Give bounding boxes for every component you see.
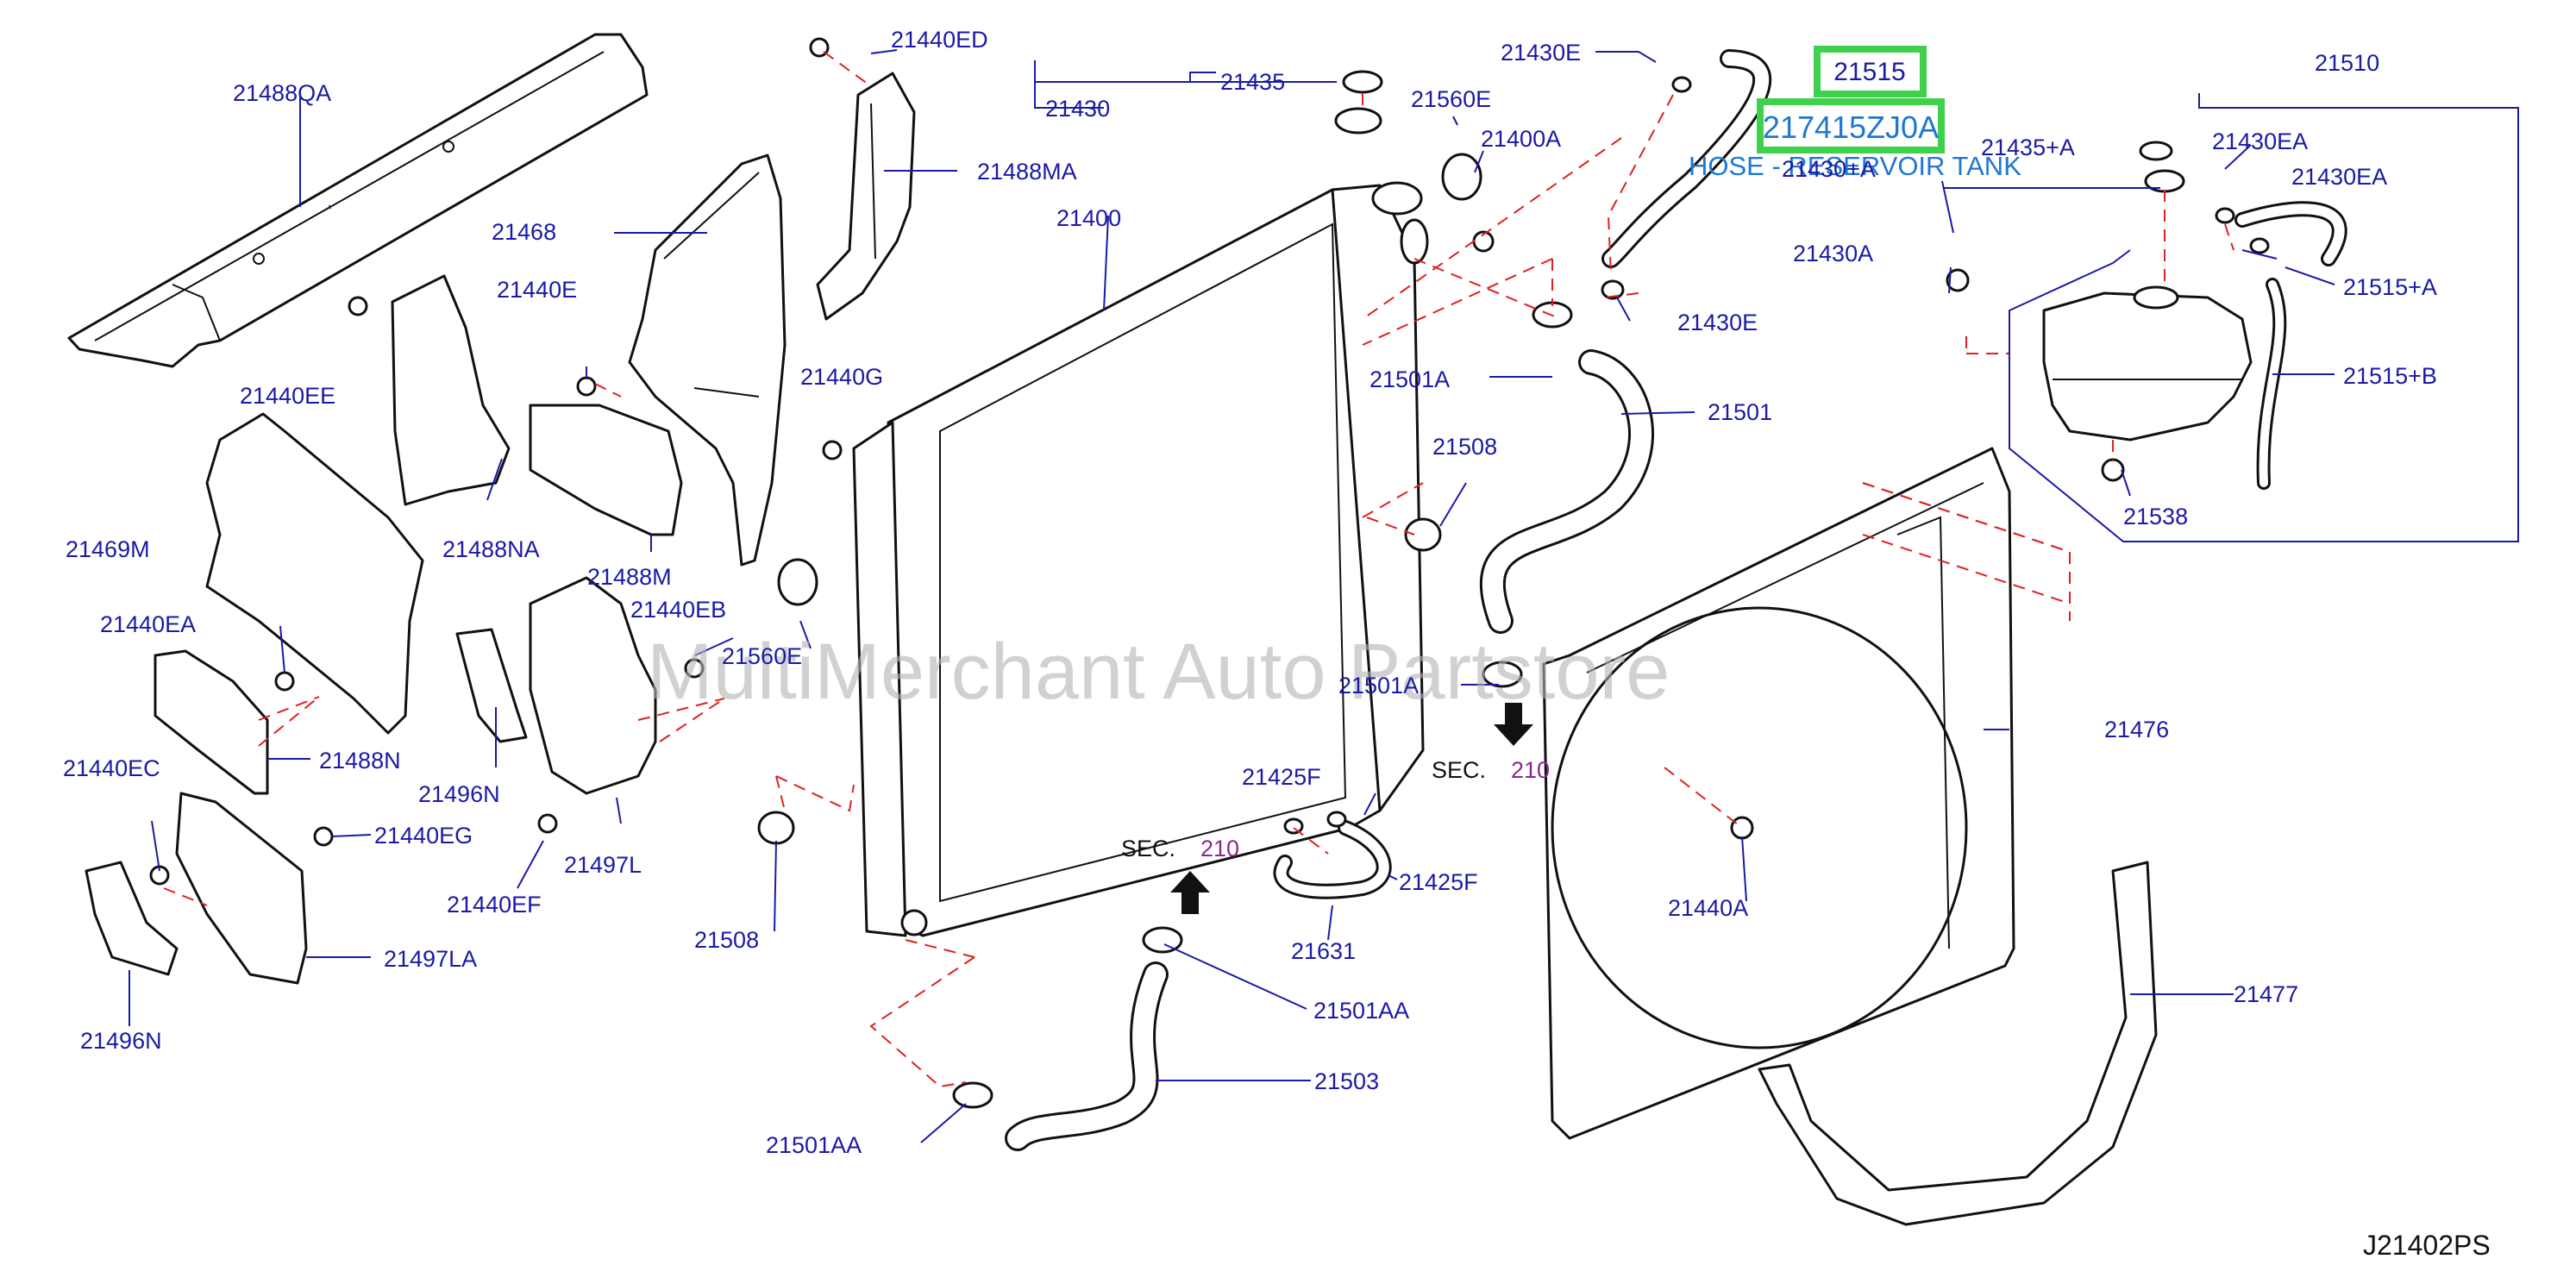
fan-shroud: [1542, 447, 2015, 1140]
part-label: 21400A: [1481, 126, 1561, 152]
part-label: 21430EA: [2212, 128, 2308, 154]
part-label: 21496N: [418, 781, 500, 807]
part-label: 21440EF: [447, 892, 542, 918]
sec-number: 210: [1200, 836, 1239, 861]
sec-reference-lower: SEC. 210: [1121, 836, 1239, 861]
part-label: 21488QA: [233, 80, 331, 106]
part-label: 21515+B: [2343, 363, 2437, 389]
part-label: 21497L: [564, 852, 642, 878]
center-air-guide: [628, 153, 787, 567]
sec-reference-upper: SEC. 210: [1432, 757, 1550, 783]
part-label: 21497LA: [384, 946, 477, 972]
part-label: 21440ED: [891, 27, 988, 53]
part-label: 21440A: [1668, 895, 1748, 921]
part-label: 21435+A: [1981, 135, 2075, 160]
mid-deflector: [529, 404, 683, 536]
part-label: 21488MA: [977, 159, 1077, 185]
highlight-part-number: 217415ZJ0A: [1763, 110, 1939, 145]
highlight-description: HOSE - RESERVOIR TANK: [1689, 151, 2021, 181]
side-guide-l: [529, 576, 657, 795]
lower-shroud-ring: [1758, 861, 2158, 1226]
hose-21631: [1273, 820, 1392, 899]
highlight-part-box: [1757, 98, 1945, 153]
part-label: 21560E: [1411, 86, 1491, 112]
part-label: 21425F: [1242, 764, 1321, 790]
part-label: 21435: [1220, 69, 1285, 95]
part-label: 21440G: [800, 364, 883, 390]
assembly-lines: [163, 51, 2234, 1088]
leader-lines: [128, 49, 2519, 1143]
seal-upper: [455, 628, 528, 743]
part-label: 21501AA: [1313, 998, 1409, 1024]
reservoir-hose-21515: [1601, 49, 1772, 268]
left-lower-air-guide: [205, 412, 424, 735]
part-label: 21440EA: [100, 611, 196, 637]
part-label: 21468: [492, 219, 556, 245]
upper-hose-21501: [1479, 349, 1654, 634]
part-label: 21515+A: [2343, 274, 2437, 300]
highlight-ref-box: [1814, 46, 1927, 97]
part-label: 21508: [1432, 434, 1497, 460]
part-label: 21440E: [497, 277, 577, 303]
part-label: 21476: [2104, 717, 2169, 742]
seal-lower: [85, 861, 179, 976]
part-label: 21440EC: [63, 755, 160, 781]
diagram-code: J21402PS: [2363, 1230, 2491, 1261]
radiator-core: [852, 181, 1429, 937]
part-label: 21440EG: [374, 823, 473, 849]
part-label: 21430: [1045, 96, 1110, 122]
part-label: 21430A: [1793, 241, 1873, 266]
part-label: 21508: [694, 927, 759, 953]
part-label: 21430E: [1501, 40, 1581, 66]
right-upper-deflector: [816, 72, 916, 321]
highlight-callout: 21515 217415ZJ0A HOSE - RESERVOIR TANK: [1689, 46, 2021, 181]
part-label: 21488M: [587, 564, 672, 590]
part-label: 21425F: [1399, 869, 1478, 895]
part-label: 21488NA: [442, 536, 540, 562]
part-label: 21400: [1056, 205, 1121, 231]
upper-shroud-plate: [67, 33, 649, 368]
sec-label: SEC.: [1121, 836, 1175, 861]
part-label: 21469M: [66, 536, 150, 562]
part-label: 21430E: [1677, 310, 1758, 335]
part-label: 21560E: [722, 643, 802, 669]
arrow-up: [1170, 871, 1210, 914]
lower-hose-21503: [1005, 961, 1169, 1151]
part-label: 21538: [2123, 504, 2188, 529]
sec-label: SEC.: [1432, 757, 1486, 783]
part-label: 21440EB: [630, 597, 726, 623]
part-label: 21496N: [80, 1028, 162, 1054]
arrow-down: [1494, 703, 1533, 746]
hose-21515a: [2234, 201, 2347, 266]
part-label: 21488N: [319, 748, 401, 774]
part-label: 21501: [1708, 399, 1772, 425]
part-label: 21501A: [1369, 366, 1450, 392]
part-label: 21501A: [1338, 673, 1419, 698]
sec-number: 210: [1511, 757, 1550, 783]
part-label: 21501AA: [766, 1132, 862, 1158]
lower-guide-la: [175, 792, 308, 985]
left-side-deflector: [391, 274, 511, 506]
part-label: 21631: [1291, 938, 1356, 964]
watermark: MultiMerchant Auto Partstore: [647, 628, 1670, 716]
hose-21515b: [2256, 278, 2287, 490]
part-label: 21440EE: [240, 383, 335, 409]
reservoir-tank: [2042, 285, 2253, 442]
part-label: 21430+A: [1782, 156, 1876, 182]
part-label: 21510: [2315, 50, 2379, 76]
part-label: 21503: [1314, 1068, 1379, 1094]
part-label: 21477: [2234, 981, 2298, 1007]
part-label: 21430EA: [2291, 164, 2387, 190]
highlight-ref-label: 21515: [1833, 58, 1905, 86]
part-labels: 21488QA 21440ED 21488MA 21430E 21515 215…: [63, 27, 2437, 1158]
left-small-plate: [154, 649, 269, 795]
